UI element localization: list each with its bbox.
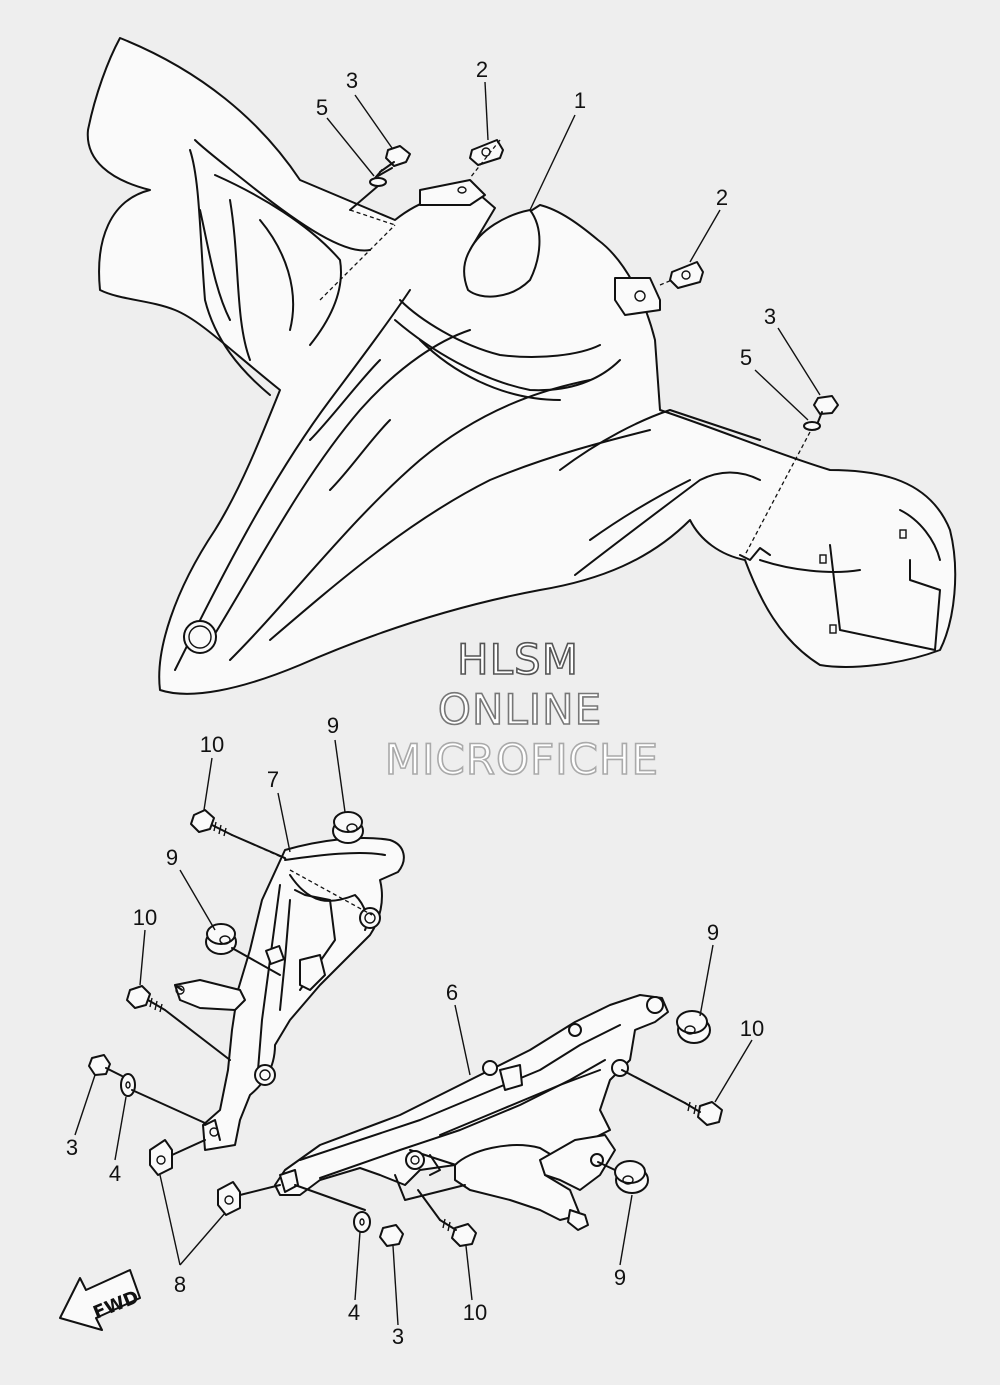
callout-9: 9 [166, 845, 178, 870]
callout-4: 4 [109, 1161, 121, 1186]
callout-4: 4 [348, 1300, 360, 1325]
callout-9: 9 [707, 920, 719, 945]
watermark-line-3: MICROFICHE [385, 735, 659, 784]
screw-lower-bottom [379, 1224, 404, 1247]
watermark: HLSM ONLINE MICROFICHE [384, 634, 659, 785]
callout-10: 10 [133, 905, 157, 930]
grommet-right [676, 1010, 711, 1044]
screw-right [813, 395, 839, 423]
fwd-arrow-icon: FWD [59, 1269, 142, 1331]
callout-6: 6 [446, 980, 458, 1005]
callout-5: 5 [316, 95, 328, 120]
screw-lower-left [88, 1054, 123, 1077]
screw-top [374, 145, 411, 179]
grommet-bottom [614, 1160, 649, 1194]
washer-lower-bottom [353, 1211, 371, 1233]
front-cowl-part [86, 37, 957, 695]
callout-5: 5 [740, 345, 752, 370]
callout-3: 3 [392, 1324, 404, 1349]
bolt-right [684, 1101, 723, 1126]
clip-nut-right [669, 261, 704, 289]
callout-2: 2 [476, 57, 488, 82]
clip-nut-lower-mid [217, 1181, 241, 1216]
grommet-top [332, 811, 364, 844]
callout-3: 3 [346, 68, 358, 93]
callout-3: 3 [66, 1135, 78, 1160]
callout-1: 1 [574, 88, 586, 113]
callout-10: 10 [200, 732, 224, 757]
watermark-line-1: HLSM [457, 635, 579, 684]
grommet-left [205, 923, 237, 955]
watermark-line-2: ONLINE [438, 685, 602, 734]
callout-9: 9 [327, 713, 339, 738]
callout-7: 7 [267, 767, 279, 792]
callout-10: 10 [463, 1300, 487, 1325]
left-bracket-part [174, 837, 405, 1151]
callout-3: 3 [764, 304, 776, 329]
bolt-mid-left [126, 985, 166, 1013]
callout-10: 10 [740, 1016, 764, 1041]
bolt-bottom [439, 1218, 477, 1247]
clip-nut-top [469, 139, 504, 166]
washer-lower-left [120, 1073, 136, 1097]
clip-nut-lower-left [149, 1139, 173, 1176]
washer-right [803, 421, 821, 431]
leader-lines [74, 81, 821, 1326]
washer-top [369, 177, 387, 187]
callout-2: 2 [716, 185, 728, 210]
bolt-top-left [190, 809, 233, 837]
callout-labels: 1 2 2 3 5 3 5 10 7 9 9 10 6 9 10 9 3 4 8… [66, 57, 776, 1349]
right-bracket-part [274, 994, 669, 1231]
callout-9: 9 [614, 1265, 626, 1290]
callout-8: 8 [174, 1272, 186, 1297]
